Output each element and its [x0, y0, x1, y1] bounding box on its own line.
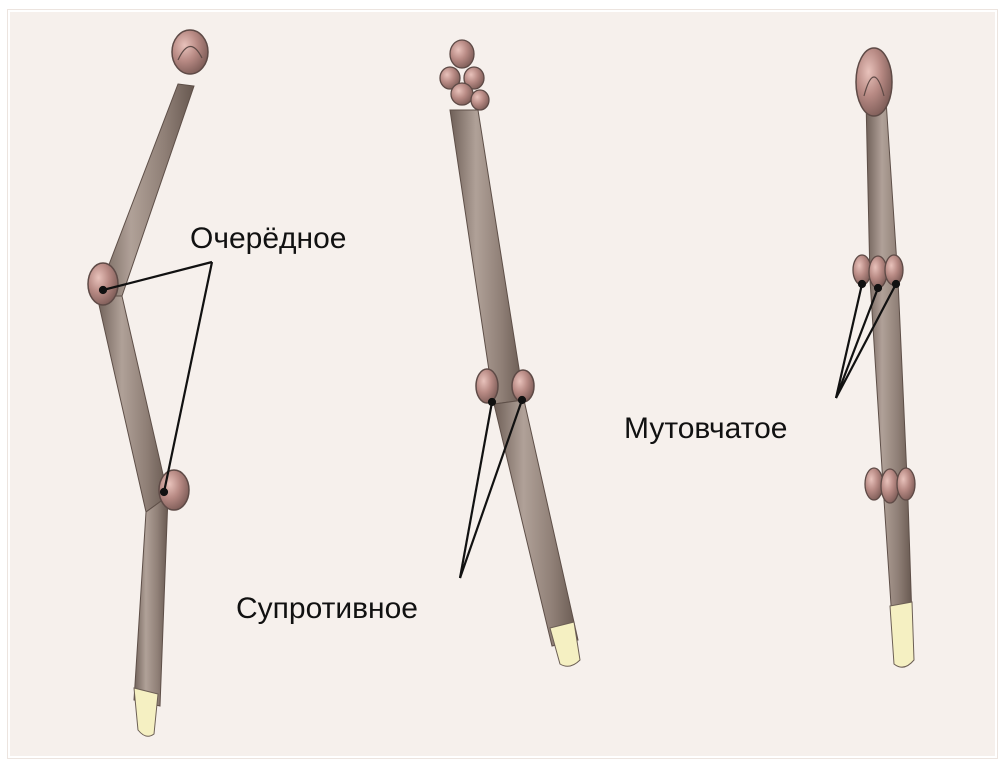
twig-opposite-cut-end [550, 622, 580, 666]
label-alternate: Очерёдное [190, 222, 346, 256]
twig-alternate-lower-stem [134, 496, 168, 706]
twig-alternate [88, 30, 208, 736]
twig-alternate-middle-stem [97, 296, 168, 512]
bud-alternate-upper [88, 263, 118, 305]
twig-whorled-stem [866, 100, 912, 620]
bud-opposite-terminal-cluster [440, 40, 489, 110]
label-whorled: Мутовчатое [624, 412, 787, 446]
twig-alternate-cut-end [134, 688, 158, 736]
twig-alternate-upper-stem [97, 84, 194, 296]
bud-whorl-lower [865, 468, 915, 503]
label-opposite: Супротивное [236, 592, 418, 626]
bud-alternate-terminal [172, 30, 208, 74]
twig-whorled [853, 48, 915, 667]
bud-opposite-left [476, 369, 498, 403]
twig-opposite-upper-stem [450, 110, 524, 404]
bud-whorled-terminal [856, 48, 892, 116]
twig-opposite-lower-stem [494, 400, 578, 646]
twig-whorled-cut-end [890, 602, 914, 667]
